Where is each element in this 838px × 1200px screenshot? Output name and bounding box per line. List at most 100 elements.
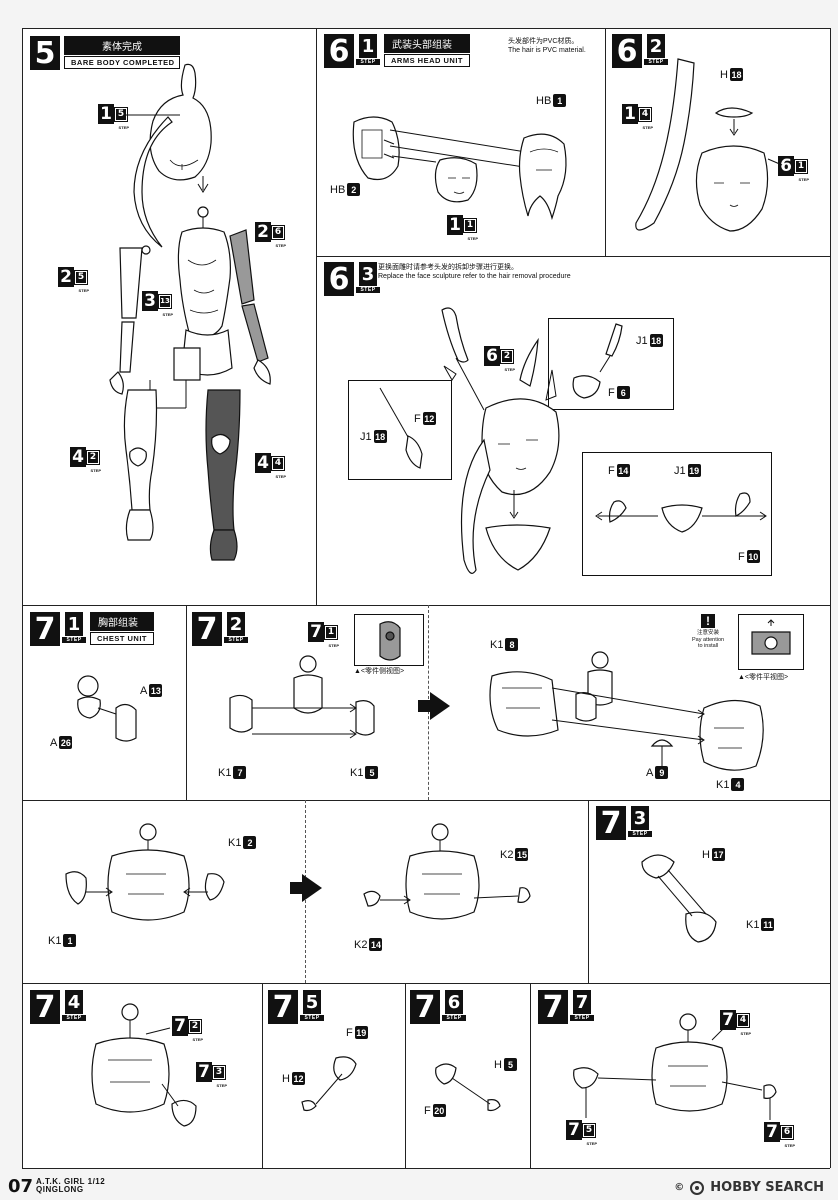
page-number: 07 (8, 1176, 34, 1197)
step-7-5-header: 7 5 STEP (268, 990, 324, 1025)
divider-step6-mid (316, 256, 830, 257)
plan-view-caption: ▲<零件平视图> (738, 674, 789, 681)
divider-col-step73 (588, 800, 589, 983)
plan-view-part (751, 619, 791, 655)
head-hair-assembly (635, 58, 783, 232)
callout-pointers (443, 365, 557, 401)
divider-row3 (22, 983, 830, 984)
shoulder-block-assembly (229, 655, 375, 739)
vent-assembly-right (435, 1063, 501, 1112)
back-hinge-assembly (641, 854, 717, 943)
chest-final-assembly (573, 1013, 777, 1120)
face-swap-note: 更换面雕时请参考头发的拆卸步骤进行更换。 Replace the face sc… (378, 264, 571, 280)
divider-col-step75 (262, 983, 263, 1168)
step-7-6-header: 7 6 STEP (410, 990, 466, 1025)
crest-detail (572, 323, 623, 399)
horn-pin-detail (379, 387, 423, 469)
side-view-part (379, 621, 401, 661)
step-7-7-header: 7 7 STEP (538, 990, 594, 1025)
side-view-caption: ▲<零件侧视图> (354, 668, 405, 675)
neck-joint-assembly (77, 675, 137, 742)
hobby-search-watermark: © HOBBY SEARCH (674, 1180, 824, 1195)
detail-box-right (548, 318, 674, 410)
vent-assembly-left (301, 1056, 357, 1112)
product-name: A.T.K. GIRL 1/12 QINGLONG (36, 1177, 106, 1195)
flow-arrow-7-2 (418, 692, 450, 720)
divider-col-step62 (605, 28, 606, 256)
step-7-1-header: 7 1 STEP 胸部组装 CHEST UNIT (30, 612, 154, 647)
divider-col-step76 (405, 983, 406, 1168)
chest-covers-assembly (363, 823, 531, 920)
face-swap-head (441, 307, 560, 574)
pvc-note: 头发部件为PVC材质。 The hair is PVC material. (508, 38, 586, 54)
arms-head-assembly (352, 116, 567, 221)
step-6-3-header: 6 3 STEP (324, 262, 380, 297)
step-7-4-header: 7 4 STEP (30, 990, 86, 1025)
step-number: 5 (30, 36, 60, 71)
chest-sides-assembly (65, 823, 225, 921)
divider-col-step71 (186, 605, 187, 800)
faceguard-detail (595, 492, 767, 533)
divider-row2 (22, 800, 830, 801)
step-7-3-header: 7 3 STEP (596, 806, 652, 841)
detail-box-left (348, 380, 452, 480)
bare-body-figure (109, 63, 271, 561)
border-bottom (22, 1168, 830, 1169)
border-top (22, 28, 830, 29)
step-6-2-header: 6 2 STEP (612, 34, 668, 69)
step-title-zh: 素体完成 (64, 36, 180, 55)
divider-row1 (22, 605, 830, 606)
border-left (22, 28, 23, 1168)
step-7-2-header: 7 2 STEP (192, 612, 248, 647)
step-6-1-header: 6 1 STEP 武装头部组装 ARMS HEAD UNIT (324, 34, 470, 69)
instruction-sheet (22, 28, 830, 1168)
install-warning: ! 注意安装 Pay attention to install (692, 613, 725, 650)
divider-col-step77 (530, 983, 531, 1168)
step-title-en: BARE BODY COMPLETED (64, 56, 180, 69)
hobby-search-logo-icon (690, 1180, 705, 1195)
flow-arrow-row2 (290, 874, 322, 902)
chest-frame-assembly (489, 651, 764, 771)
